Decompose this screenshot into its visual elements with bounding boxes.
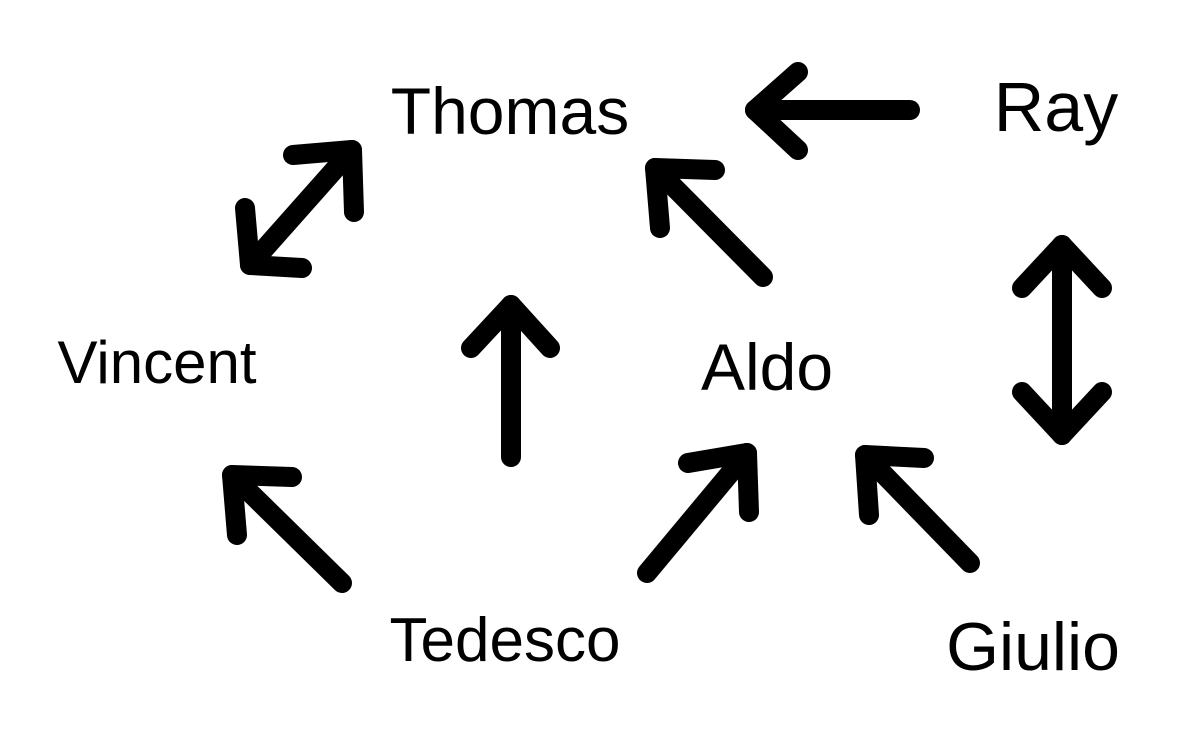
node-thomas: Thomas [390, 74, 630, 148]
node-giulio: Giulio [946, 609, 1120, 685]
arrow-tedesco-to-aldo [637, 443, 759, 583]
node-tedesco: Tedesco [389, 606, 621, 675]
arrow-tedesco-to-vincent [222, 465, 352, 593]
arrow-vincent-thomas-bidirectional [235, 140, 364, 278]
node-vincent: Vincent [57, 329, 257, 396]
arrow-giulio-to-aldo [855, 445, 980, 573]
arrow-ray-aldo-bidirectional [1012, 235, 1112, 445]
arrow-tedesco-to-thomas [461, 295, 560, 467]
arrow-ray-to-thomas [745, 62, 920, 160]
arrow-aldo-to-thomas [645, 158, 773, 287]
node-ray: Ray [993, 68, 1119, 146]
node-aldo: Aldo [700, 330, 834, 404]
